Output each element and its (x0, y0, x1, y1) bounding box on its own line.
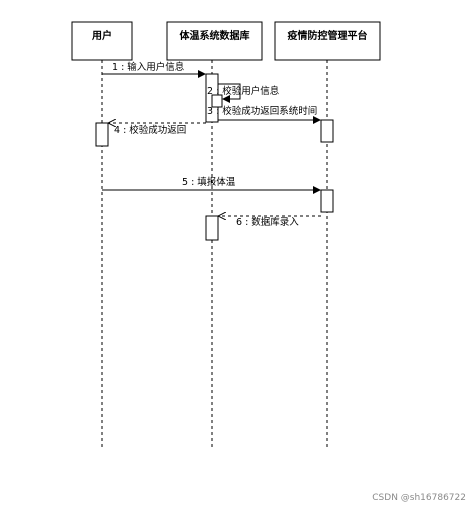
message-5-label: 5 : 填报体温 (182, 176, 236, 188)
participant-user: 用户 (71, 21, 133, 61)
message-6-label: 6 : 数据库录入 (236, 216, 299, 228)
message-2-label: 2 : 校验用户信息 (207, 85, 279, 97)
activation-user-1 (95, 122, 109, 147)
message-2-self-call: 2 : 校验用户信息 (207, 83, 279, 103)
participant-user-label: 用户 (91, 29, 112, 42)
watermark: CSDN @sh16786722 (372, 493, 466, 503)
message-1: 1 : 输入用户信息 (102, 61, 206, 78)
message-3: 3 : 校验成功返回系统时间 (207, 105, 321, 124)
message-4-label: 4 : 校验成功返回 (114, 124, 186, 136)
participant-temperature-database: 体温系统数据库 (166, 21, 263, 61)
participant-database-label: 体温系统数据库 (180, 29, 250, 42)
participant-platform-label: 疫情防控管理平台 (288, 29, 368, 42)
message-1-label: 1 : 输入用户信息 (112, 61, 184, 73)
participant-epidemic-platform: 疫情防控管理平台 (274, 21, 381, 61)
activation-platform-2 (320, 189, 334, 213)
message-5: 5 : 填报体温 (102, 176, 321, 194)
message-6-return: 6 : 数据库录入 (219, 216, 321, 228)
message-4-return: 4 : 校验成功返回 (109, 123, 206, 136)
activation-database-2 (205, 215, 219, 241)
message-3-label: 3 : 校验成功返回系统时间 (207, 105, 317, 117)
activation-platform-1 (320, 119, 334, 143)
